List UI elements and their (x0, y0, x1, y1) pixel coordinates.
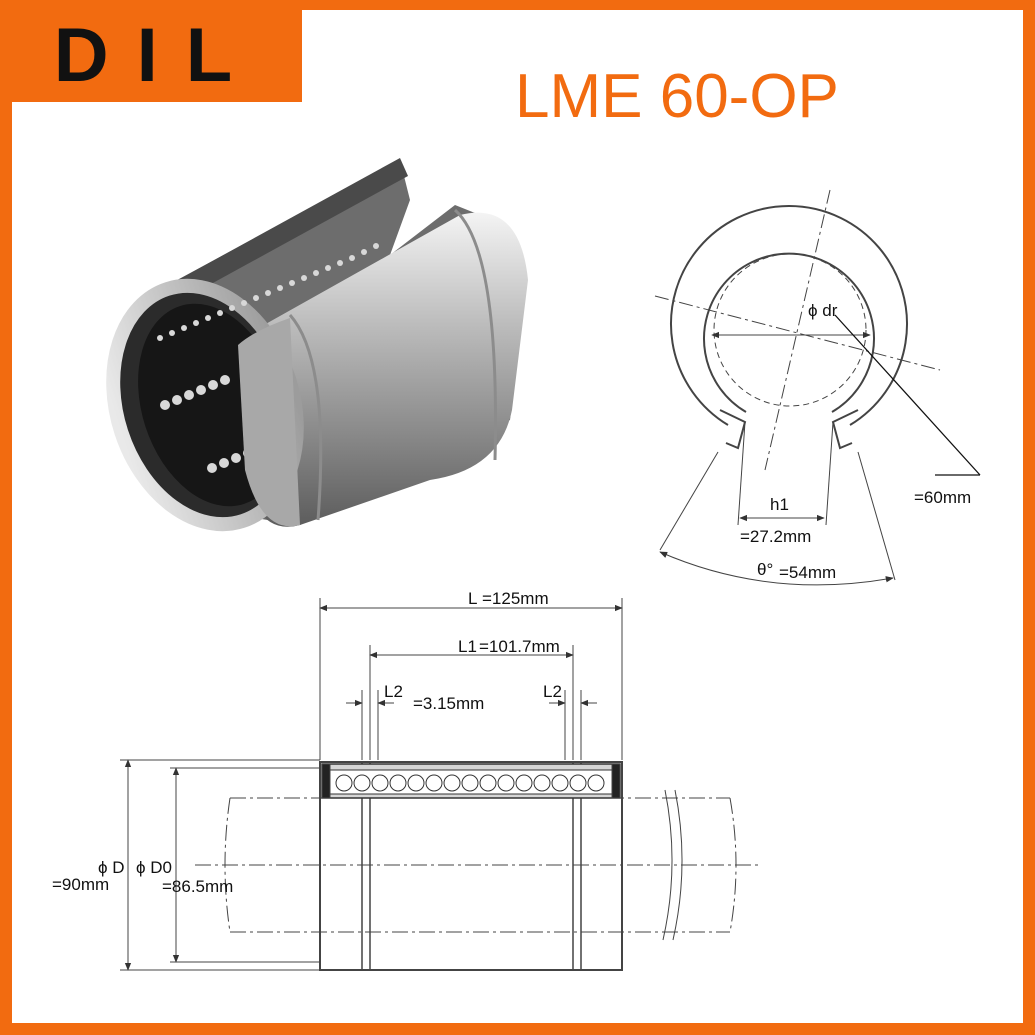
L-symbol: L (468, 589, 477, 608)
bearing-illustration (106, 158, 528, 532)
D-symbol: ϕ D (98, 858, 125, 877)
L2-value: =3.15mm (413, 694, 484, 713)
h1-value: =27.2mm (740, 527, 811, 546)
section-view (654, 189, 981, 586)
L2-symbol-left: L2 (384, 682, 403, 701)
D0-value: =86.5mm (162, 877, 233, 896)
h1-symbol: h1 (770, 495, 789, 514)
dr-symbol: ϕ dr (808, 301, 838, 320)
dr-value: =60mm (914, 488, 971, 507)
theta-symbol: θ° (757, 560, 773, 579)
L-value: =125mm (482, 589, 549, 608)
L1-symbol: L1 (458, 637, 477, 656)
product-title: LME 60-OP (515, 62, 839, 131)
D-value: =90mm (52, 875, 109, 894)
D0-symbol: ϕ D0 (136, 858, 172, 877)
logo-block (12, 10, 302, 102)
ball-row (335, 774, 605, 792)
brand-logo: DIL (53, 13, 261, 98)
L2-symbol-right: L2 (543, 682, 562, 701)
theta-value: =54mm (779, 563, 836, 582)
L1-value: =101.7mm (479, 637, 560, 656)
